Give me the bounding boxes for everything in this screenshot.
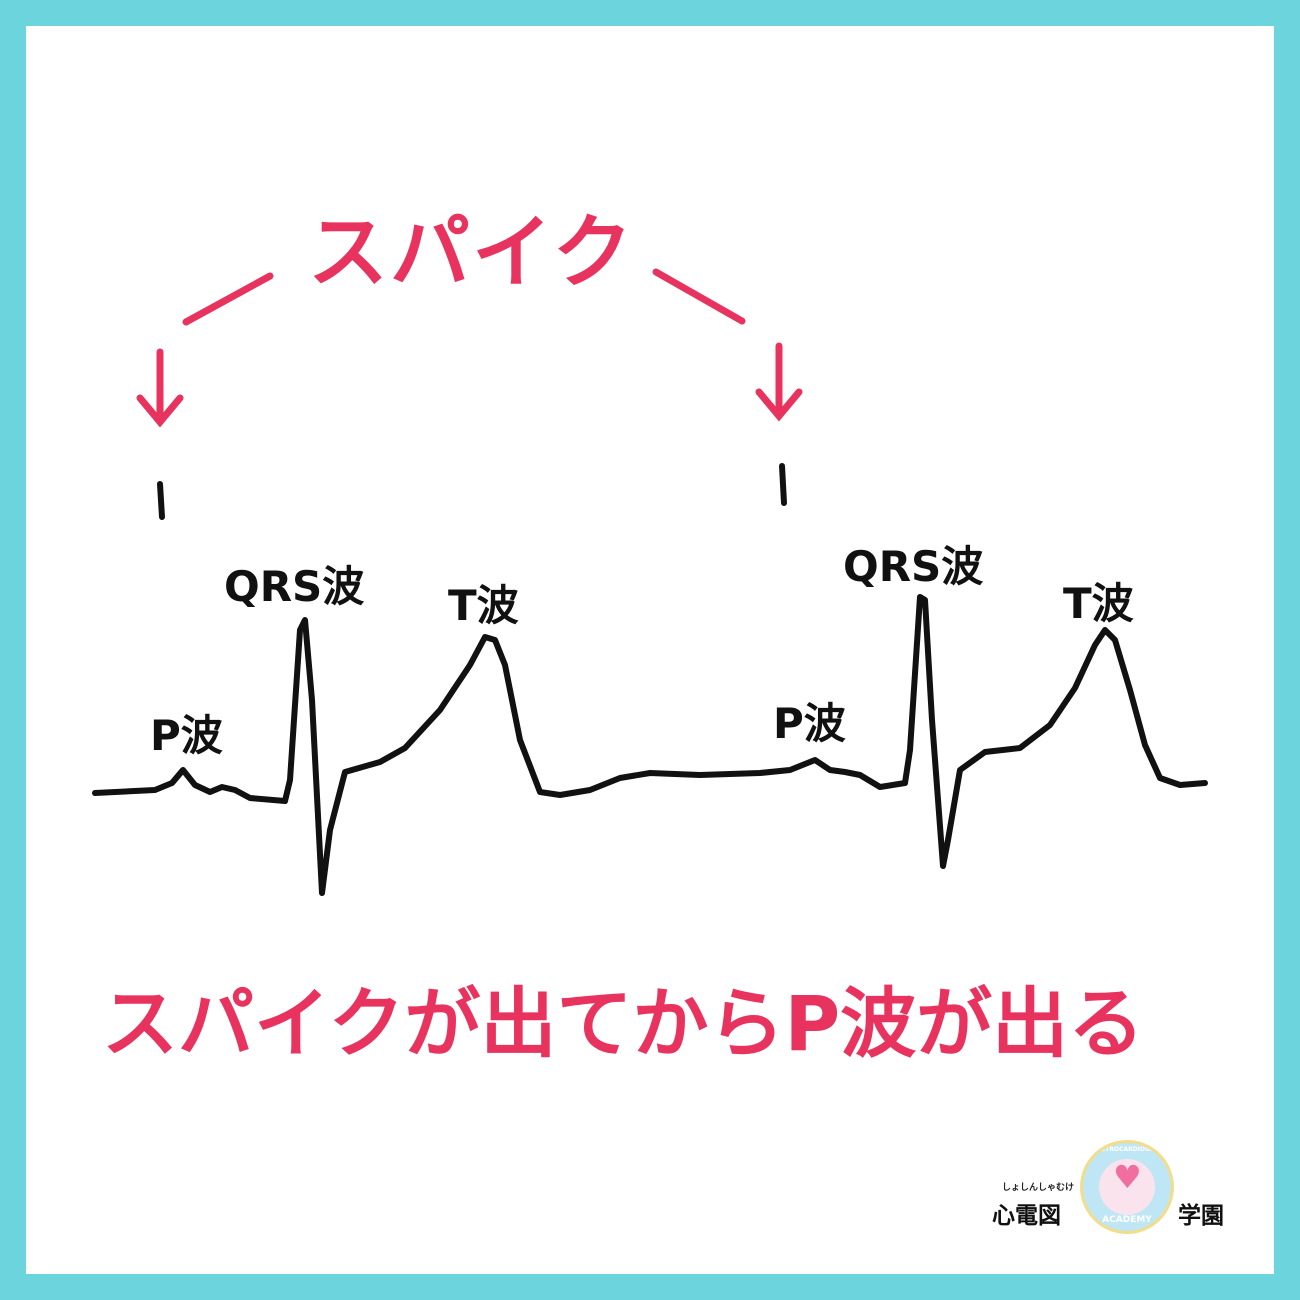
- logo-ruby: しょしんしゃむけ: [1002, 1183, 1075, 1193]
- badge-bottom-text: ACADEMY: [1102, 1215, 1152, 1225]
- logo-text-left: 心電図: [992, 1203, 1061, 1229]
- logo-text-right: 学園: [1178, 1203, 1224, 1229]
- label-qrs-wave-2: QRS波: [843, 542, 984, 591]
- bracket-right: [652, 268, 746, 325]
- diagram-canvas: [26, 26, 1274, 1274]
- arrow-down-icon: [136, 348, 184, 428]
- pacing-spike-1: [157, 481, 165, 520]
- ecg-trace: [92, 594, 1208, 896]
- label-qrs-wave-1: QRS波: [224, 562, 365, 611]
- arrow-down-icon: [755, 342, 803, 422]
- label-p-wave-2: P波: [773, 699, 846, 748]
- pacing-spike-2: [779, 463, 787, 506]
- bracket-left: [182, 272, 274, 326]
- heart-icon: ♥: [1113, 1158, 1142, 1196]
- logo: しょしんしゃむけ 心電図 ♥ ELECTROCARDIOGRAM ACADEMY…: [990, 1140, 1240, 1235]
- label-t-wave-2: T波: [1063, 579, 1134, 628]
- academy-badge: ♥ ELECTROCARDIOGRAM ACADEMY: [1080, 1140, 1174, 1234]
- label-t-wave-1: T波: [448, 581, 519, 630]
- badge-top-text: ELECTROCARDIOGRAM: [1088, 1146, 1166, 1153]
- caption: スパイクが出てからP波が出る: [102, 979, 1145, 1068]
- title-spike: スパイク: [308, 206, 635, 299]
- label-p-wave-1: P波: [150, 711, 223, 760]
